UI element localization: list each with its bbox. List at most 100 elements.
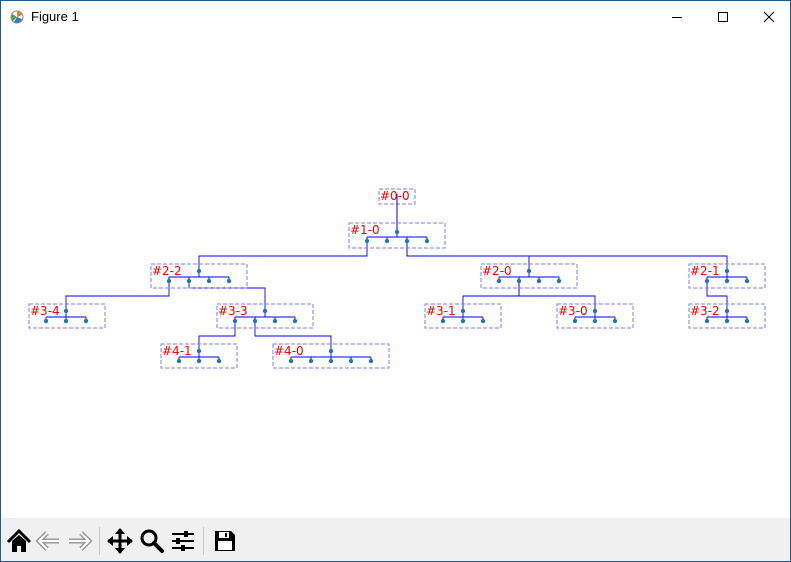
node-point: [252, 318, 258, 324]
figure-canvas[interactable]: #0-0 #1-0 #2-2 #2-0 #2-1 #3-4 #3-3 #3-1 #3-0 #3-2…: [1, 33, 790, 518]
node-point: [704, 318, 710, 324]
node-point: [83, 318, 89, 324]
node-box: [688, 263, 766, 289]
node-point: [63, 318, 69, 324]
forward-arrow-icon: [69, 531, 93, 551]
node-point: [232, 318, 238, 324]
node-point: [744, 318, 750, 324]
sliders-icon: [172, 531, 194, 551]
node-box: [272, 343, 390, 369]
node-point: [348, 358, 354, 364]
title-bar[interactable]: Figure 1: [1, 1, 790, 33]
move-icon: [107, 528, 133, 554]
node-label: #2-1: [690, 264, 720, 278]
node-point: [176, 358, 182, 364]
node-point: [328, 358, 334, 364]
node-anchor-point: [592, 308, 598, 314]
node-point: [440, 318, 446, 324]
toolbar-separator: [99, 527, 100, 555]
node-point: [496, 278, 502, 284]
node-point: [272, 318, 278, 324]
toolbar-separator: [203, 527, 204, 555]
save-button[interactable]: [211, 527, 239, 555]
node-label: #4-0: [274, 344, 304, 358]
node-point: [368, 358, 374, 364]
node-point: [724, 318, 730, 324]
node-box: [216, 303, 314, 329]
node-point: [292, 318, 298, 324]
node-anchor-point: [196, 268, 202, 274]
home-icon: [6, 528, 32, 552]
node-point: [516, 278, 522, 284]
tree-diagram: #0-0 #1-0 #2-2 #2-0 #2-1 #3-4 #3-3 #3-1 #3-0 #3-2…: [28, 188, 766, 369]
back-button[interactable]: [35, 527, 63, 555]
node-point: [196, 358, 202, 364]
node-point: [744, 278, 750, 284]
node-label: #3-1: [426, 304, 456, 318]
node-point: [288, 358, 294, 364]
node-anchor-point: [724, 308, 730, 314]
node-point: [536, 278, 542, 284]
node-anchor-point: [63, 308, 69, 314]
minimize-button[interactable]: [654, 1, 700, 33]
node-anchor-point: [526, 268, 532, 274]
node-point: [186, 278, 192, 284]
node-point: [704, 278, 710, 284]
node-label: #0-0: [380, 189, 410, 203]
navigation-toolbar: [1, 518, 790, 561]
node-point: [404, 238, 410, 244]
node-label: #3-0: [558, 304, 588, 318]
matplotlib-logo-icon: [10, 10, 24, 24]
floppy-disk-icon: [215, 531, 235, 551]
node-label: #1-0: [350, 223, 380, 237]
node-anchor-point: [394, 229, 400, 235]
node-label: #3-2: [690, 304, 720, 318]
tree-edge: [406, 237, 728, 271]
tree-edge: [198, 317, 236, 351]
configure-subplots-button[interactable]: [169, 527, 197, 555]
node-box: [348, 222, 446, 249]
node-point: [206, 278, 212, 284]
node-anchor-point: [460, 308, 466, 314]
close-button[interactable]: [746, 1, 790, 33]
tree-edge: [462, 277, 520, 311]
zoom-button[interactable]: [138, 527, 166, 555]
node-point: [592, 318, 598, 324]
node-box: [424, 303, 502, 329]
node-label: #3-3: [218, 304, 248, 318]
home-button[interactable]: [5, 527, 33, 555]
maximize-button[interactable]: [700, 1, 746, 33]
node-point: [308, 358, 314, 364]
node-label: #2-0: [482, 264, 512, 278]
minimize-icon: [672, 17, 682, 18]
node-point: [364, 238, 370, 244]
node-point: [166, 278, 172, 284]
node-point: [226, 278, 232, 284]
node-point: [480, 318, 486, 324]
tree-edge: [65, 277, 170, 311]
maximize-icon: [718, 12, 728, 22]
magnifier-icon: [140, 529, 164, 553]
node-box: [160, 343, 238, 369]
node-label: #2-2: [152, 264, 182, 278]
node-box: [28, 303, 106, 329]
node-point: [424, 238, 430, 244]
node-box: [556, 303, 634, 329]
node-point: [724, 278, 730, 284]
tree-edge: [198, 237, 368, 271]
node-point: [43, 318, 49, 324]
forward-button[interactable]: [65, 527, 93, 555]
node-point: [460, 318, 466, 324]
window-title: Figure 1: [31, 9, 79, 24]
node-anchor-point: [196, 348, 202, 354]
node-anchor-point: [262, 308, 268, 314]
node-anchor-point: [724, 268, 730, 274]
node-point: [384, 238, 390, 244]
node-point: [612, 318, 618, 324]
node-point: [572, 318, 578, 324]
node-label: #3-4: [30, 304, 60, 318]
node-box: [150, 263, 248, 289]
close-icon: [763, 11, 775, 23]
node-point: [216, 358, 222, 364]
pan-button[interactable]: [106, 527, 134, 555]
